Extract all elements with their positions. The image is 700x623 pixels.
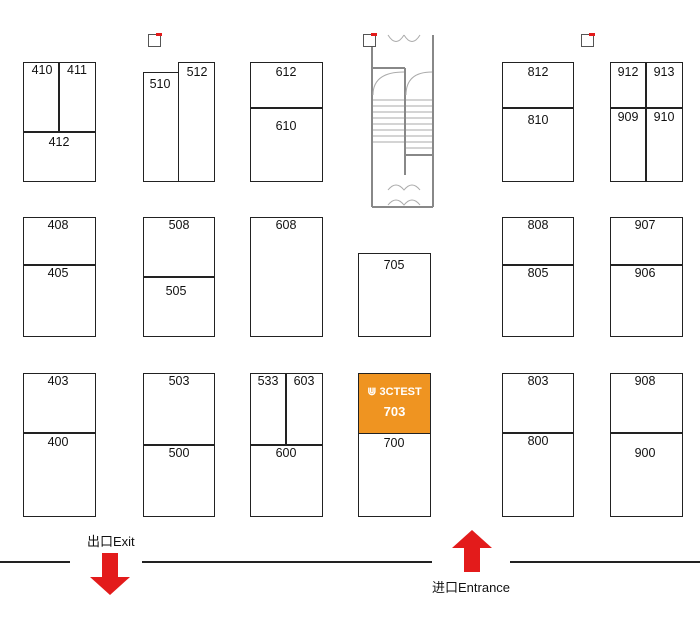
fire-extinguisher-icon <box>363 33 377 47</box>
booth-block-906-907[interactable] <box>610 217 683 337</box>
booth-912-label: 912 <box>617 65 639 79</box>
booth-508-label: 508 <box>168 218 190 232</box>
booth-603-label: 603 <box>293 374 315 388</box>
booth-610-label: 610 <box>275 119 297 133</box>
booth-805-label: 805 <box>527 266 549 280</box>
booth-705[interactable] <box>358 253 431 337</box>
fire-extinguisher-icon <box>581 33 595 47</box>
divider <box>610 432 683 434</box>
divider <box>23 264 96 266</box>
booth-703-label: 703 <box>383 404 406 419</box>
booth-block-410-412[interactable] <box>23 62 96 182</box>
brand-logo: ⋓ 3CTEST <box>359 385 430 398</box>
divider <box>502 107 574 109</box>
booth-412: 412 <box>48 135 70 149</box>
booth-800-label: 800 <box>527 434 549 448</box>
divider <box>143 276 215 278</box>
booth-810-label: 810 <box>527 113 549 127</box>
booth-700-label: 700 <box>383 436 405 450</box>
booth-512-label: 512 <box>186 65 208 79</box>
booth-907-label: 907 <box>634 218 656 232</box>
exit-arrow-down-icon <box>90 553 130 595</box>
booth-block-805-808[interactable] <box>502 217 574 337</box>
booth-block-405-408[interactable] <box>23 217 96 337</box>
booth-block-400-403[interactable] <box>23 373 96 517</box>
brand-name: 3CTEST <box>379 386 422 398</box>
booth-400-label: 400 <box>47 435 69 449</box>
booth-503-label: 503 <box>168 374 190 388</box>
booth-808-label: 808 <box>527 218 549 232</box>
fire-extinguisher-icon <box>148 33 162 47</box>
booth-block-810-812[interactable] <box>502 62 574 182</box>
brand-icon: ⋓ <box>367 386 377 398</box>
booth-612-label: 612 <box>275 65 297 79</box>
booth-505-label: 505 <box>165 284 187 298</box>
booth-908-label: 908 <box>634 374 656 388</box>
divider <box>143 444 215 446</box>
booth-913-label: 913 <box>653 65 675 79</box>
entrance-label: 进口Entrance <box>432 580 511 595</box>
wall-line <box>510 561 700 563</box>
booth-500-label: 500 <box>168 446 190 460</box>
booth-909-label: 909 <box>617 110 639 124</box>
booth-608-label: 608 <box>275 218 297 232</box>
booth-803-label: 803 <box>527 374 549 388</box>
booth-410: 410 <box>31 63 53 77</box>
booth-408-label: 408 <box>47 218 69 232</box>
divider <box>58 62 60 132</box>
divider <box>23 432 96 434</box>
booth-block-909-913[interactable] <box>610 62 683 182</box>
divider <box>610 107 683 109</box>
divider <box>285 373 287 445</box>
divider <box>645 62 647 182</box>
booth-906-label: 906 <box>634 266 656 280</box>
divider <box>250 107 323 109</box>
divider <box>502 432 574 434</box>
booth-405-label: 405 <box>47 266 69 280</box>
wall-line <box>142 561 432 563</box>
booth-411: 411 <box>67 63 87 77</box>
divider <box>23 131 96 133</box>
exit-label: 出口Exit <box>87 534 135 549</box>
booth-600-label: 600 <box>275 446 297 460</box>
divider <box>502 264 574 266</box>
booth-512[interactable] <box>178 62 215 182</box>
booth-510[interactable] <box>143 72 180 182</box>
booth-703-highlight[interactable]: ⋓ 3CTEST 703 <box>358 373 431 434</box>
divider <box>610 264 683 266</box>
booth-812-label: 812 <box>527 65 549 79</box>
booth-900-label: 900 <box>634 446 656 460</box>
booth-705-label: 705 <box>383 258 405 272</box>
booth-block-900-908[interactable] <box>610 373 683 517</box>
wall-line <box>0 561 70 563</box>
divider <box>250 444 323 446</box>
booth-block-800-803[interactable] <box>502 373 574 517</box>
booth-403-label: 403 <box>47 374 69 388</box>
entrance-arrow-up-icon <box>452 530 492 572</box>
booth-510-label: 510 <box>149 77 171 91</box>
booth-533-label: 533 <box>257 374 279 388</box>
stairwell-icon <box>371 34 434 208</box>
booth-block-610-612[interactable] <box>250 62 323 182</box>
booth-910-label: 910 <box>653 110 675 124</box>
booth-608[interactable] <box>250 217 323 337</box>
